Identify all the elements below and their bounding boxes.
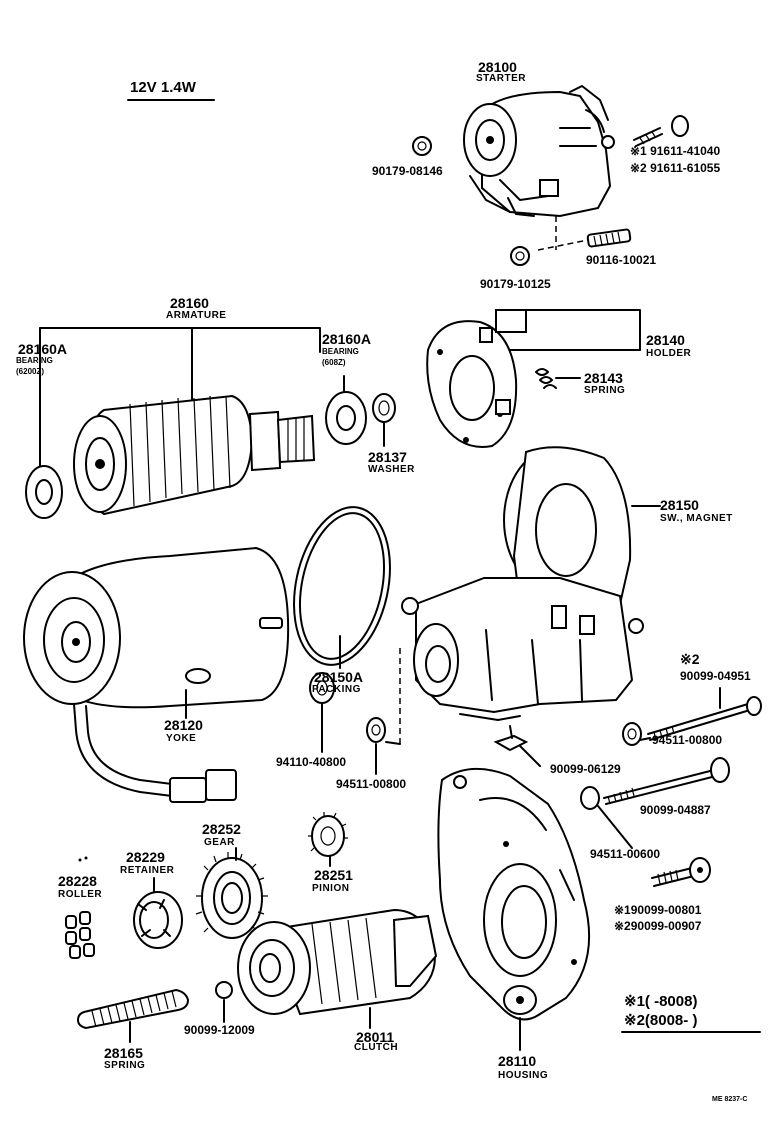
sw-magnet-number[interactable]: 28150 (660, 497, 699, 513)
bolt-04951-drawing[interactable] (647, 696, 762, 741)
bearing-front-number[interactable]: 28160A (322, 331, 372, 347)
holder-number[interactable]: 28140 (646, 332, 685, 348)
nut-10125-number[interactable]: 90179-10125 (480, 277, 551, 291)
nut-10125-drawing[interactable] (510, 246, 530, 266)
bearing-front-drawing[interactable] (325, 391, 367, 445)
ball-12009-number[interactable]: 90099-12009 (184, 1023, 255, 1037)
spring-brush-number[interactable]: 28143 (584, 370, 623, 386)
bolt-04887-number[interactable]: 90099-04887 (640, 803, 711, 817)
sw-magnet-name: SW., MAGNET (660, 513, 733, 524)
packing-number[interactable]: 28150A (314, 669, 364, 685)
washer-00800b-number[interactable]: 94511-00800 (336, 777, 407, 791)
housing-number[interactable]: 28110 (498, 1053, 537, 1069)
dashed-leader-stud (537, 239, 589, 251)
cap-06129-drawing[interactable] (493, 725, 529, 752)
washer-a-leader (639, 737, 651, 741)
packing-drawing[interactable] (280, 498, 403, 674)
armature-bracket (39, 327, 321, 353)
bearing-front-name: BEARING (322, 347, 359, 356)
voltage-rating-label: 12V 1.4W (130, 79, 196, 96)
sw-magnet-drawing[interactable] (401, 446, 644, 721)
holder-name: HOLDER (646, 348, 692, 359)
clutch-name: CLUTCH (354, 1042, 399, 1053)
nut-08146-number[interactable]: 90179-08146 (372, 164, 443, 178)
bearing-rear-name: BEARING (16, 356, 53, 365)
washer-00800a-drawing[interactable] (622, 722, 642, 746)
gear-number[interactable]: 28252 (202, 821, 241, 837)
screw-00801-drawing[interactable] (651, 857, 711, 887)
washer-28137-name: WASHER (368, 464, 415, 475)
stud-10021-number[interactable]: 90116-10021 (586, 253, 657, 267)
spring-large-name: SPRING (104, 1060, 146, 1071)
retainer-number[interactable]: 28229 (126, 849, 165, 865)
bush-40800-number[interactable]: 94110-40800 (276, 755, 347, 769)
bolt-41040-number[interactable]: ※1 91611-41040 (630, 144, 721, 158)
packing-name: PACKING (312, 684, 361, 695)
pinion-number[interactable]: 28251 (314, 867, 353, 883)
roller-drawing[interactable] (65, 856, 95, 959)
washer-00600-drawing[interactable] (580, 786, 600, 810)
armature-drawing[interactable] (73, 394, 316, 516)
housing-drawing[interactable] (437, 767, 591, 1021)
bolt-04951-number[interactable]: 90099-04951 (680, 669, 751, 683)
bolt-04951-mark: ※2 (680, 651, 700, 667)
yoke-name: YOKE (166, 733, 197, 744)
gear-name: GEAR (204, 837, 235, 848)
screw-00801-number[interactable]: ※190099-00801 (614, 903, 702, 917)
starter-name: STARTER (476, 73, 526, 84)
clutch-drawing[interactable] (237, 908, 438, 1016)
spring-28165-drawing[interactable] (76, 988, 190, 1030)
bolt-41040-drawing[interactable] (633, 115, 689, 147)
washer-00800a-number[interactable]: 94511-00800 (652, 733, 723, 747)
cap-leader (519, 745, 541, 767)
spring-brush-name: SPRING (584, 385, 626, 396)
roller-name: ROLLER (58, 889, 103, 900)
washer-b-link (385, 741, 401, 745)
starter-assembly-drawing[interactable] (463, 85, 615, 218)
armature-name: ARMATURE (166, 310, 227, 321)
bearing-rear-number[interactable]: 28160A (18, 341, 68, 357)
image-code: ME 8237-C (712, 1096, 748, 1103)
cap-06129-number[interactable]: 90099-06129 (550, 762, 621, 776)
roller-number[interactable]: 28228 (58, 873, 97, 889)
yoke-number[interactable]: 28120 (164, 717, 203, 733)
footnote-line-2: ※2(8008- ) (624, 1012, 698, 1029)
housing-name: HOUSING (498, 1070, 549, 1081)
holder-bracket (519, 309, 641, 351)
washer-28137-number[interactable]: 28137 (368, 449, 407, 465)
retainer-name: RETAINER (120, 865, 175, 876)
screw-00907-number[interactable]: ※290099-00907 (614, 919, 702, 933)
bearing-front-spec: (608Z) (322, 358, 346, 367)
bearing-rear-drawing[interactable] (25, 465, 63, 519)
washer-00600-leader (597, 805, 633, 849)
retainer-drawing[interactable] (133, 891, 183, 949)
bearing-rear-spec: (6200Z) (16, 367, 45, 376)
stud-10021-drawing[interactable] (586, 228, 632, 248)
ball-12009-drawing[interactable] (215, 981, 233, 999)
starter-number[interactable]: 28100 (478, 59, 517, 75)
washer-00800b-drawing[interactable] (366, 717, 386, 743)
spring-large-number[interactable]: 28165 (104, 1045, 143, 1061)
pinion-name: PINION (312, 883, 350, 894)
yoke-drawing[interactable] (23, 546, 290, 803)
bolt-61055-number[interactable]: ※2 91611-61055 (630, 161, 721, 175)
spring-brush-drawing[interactable] (535, 368, 557, 389)
washer-00600-number[interactable]: 94511-00600 (590, 847, 661, 861)
armature-number[interactable]: 28160 (170, 295, 209, 311)
pinion-drawing[interactable] (308, 812, 348, 857)
holder-drawing[interactable] (426, 309, 527, 448)
bolt-04887-drawing[interactable] (603, 757, 730, 805)
nut-08146-drawing[interactable] (412, 136, 432, 156)
clutch-number[interactable]: 28011 (356, 1029, 395, 1045)
washer-28137-drawing[interactable] (372, 393, 396, 423)
gear-28252-drawing[interactable] (195, 852, 268, 939)
footnote-line-1: ※1( -8008) (624, 993, 698, 1010)
